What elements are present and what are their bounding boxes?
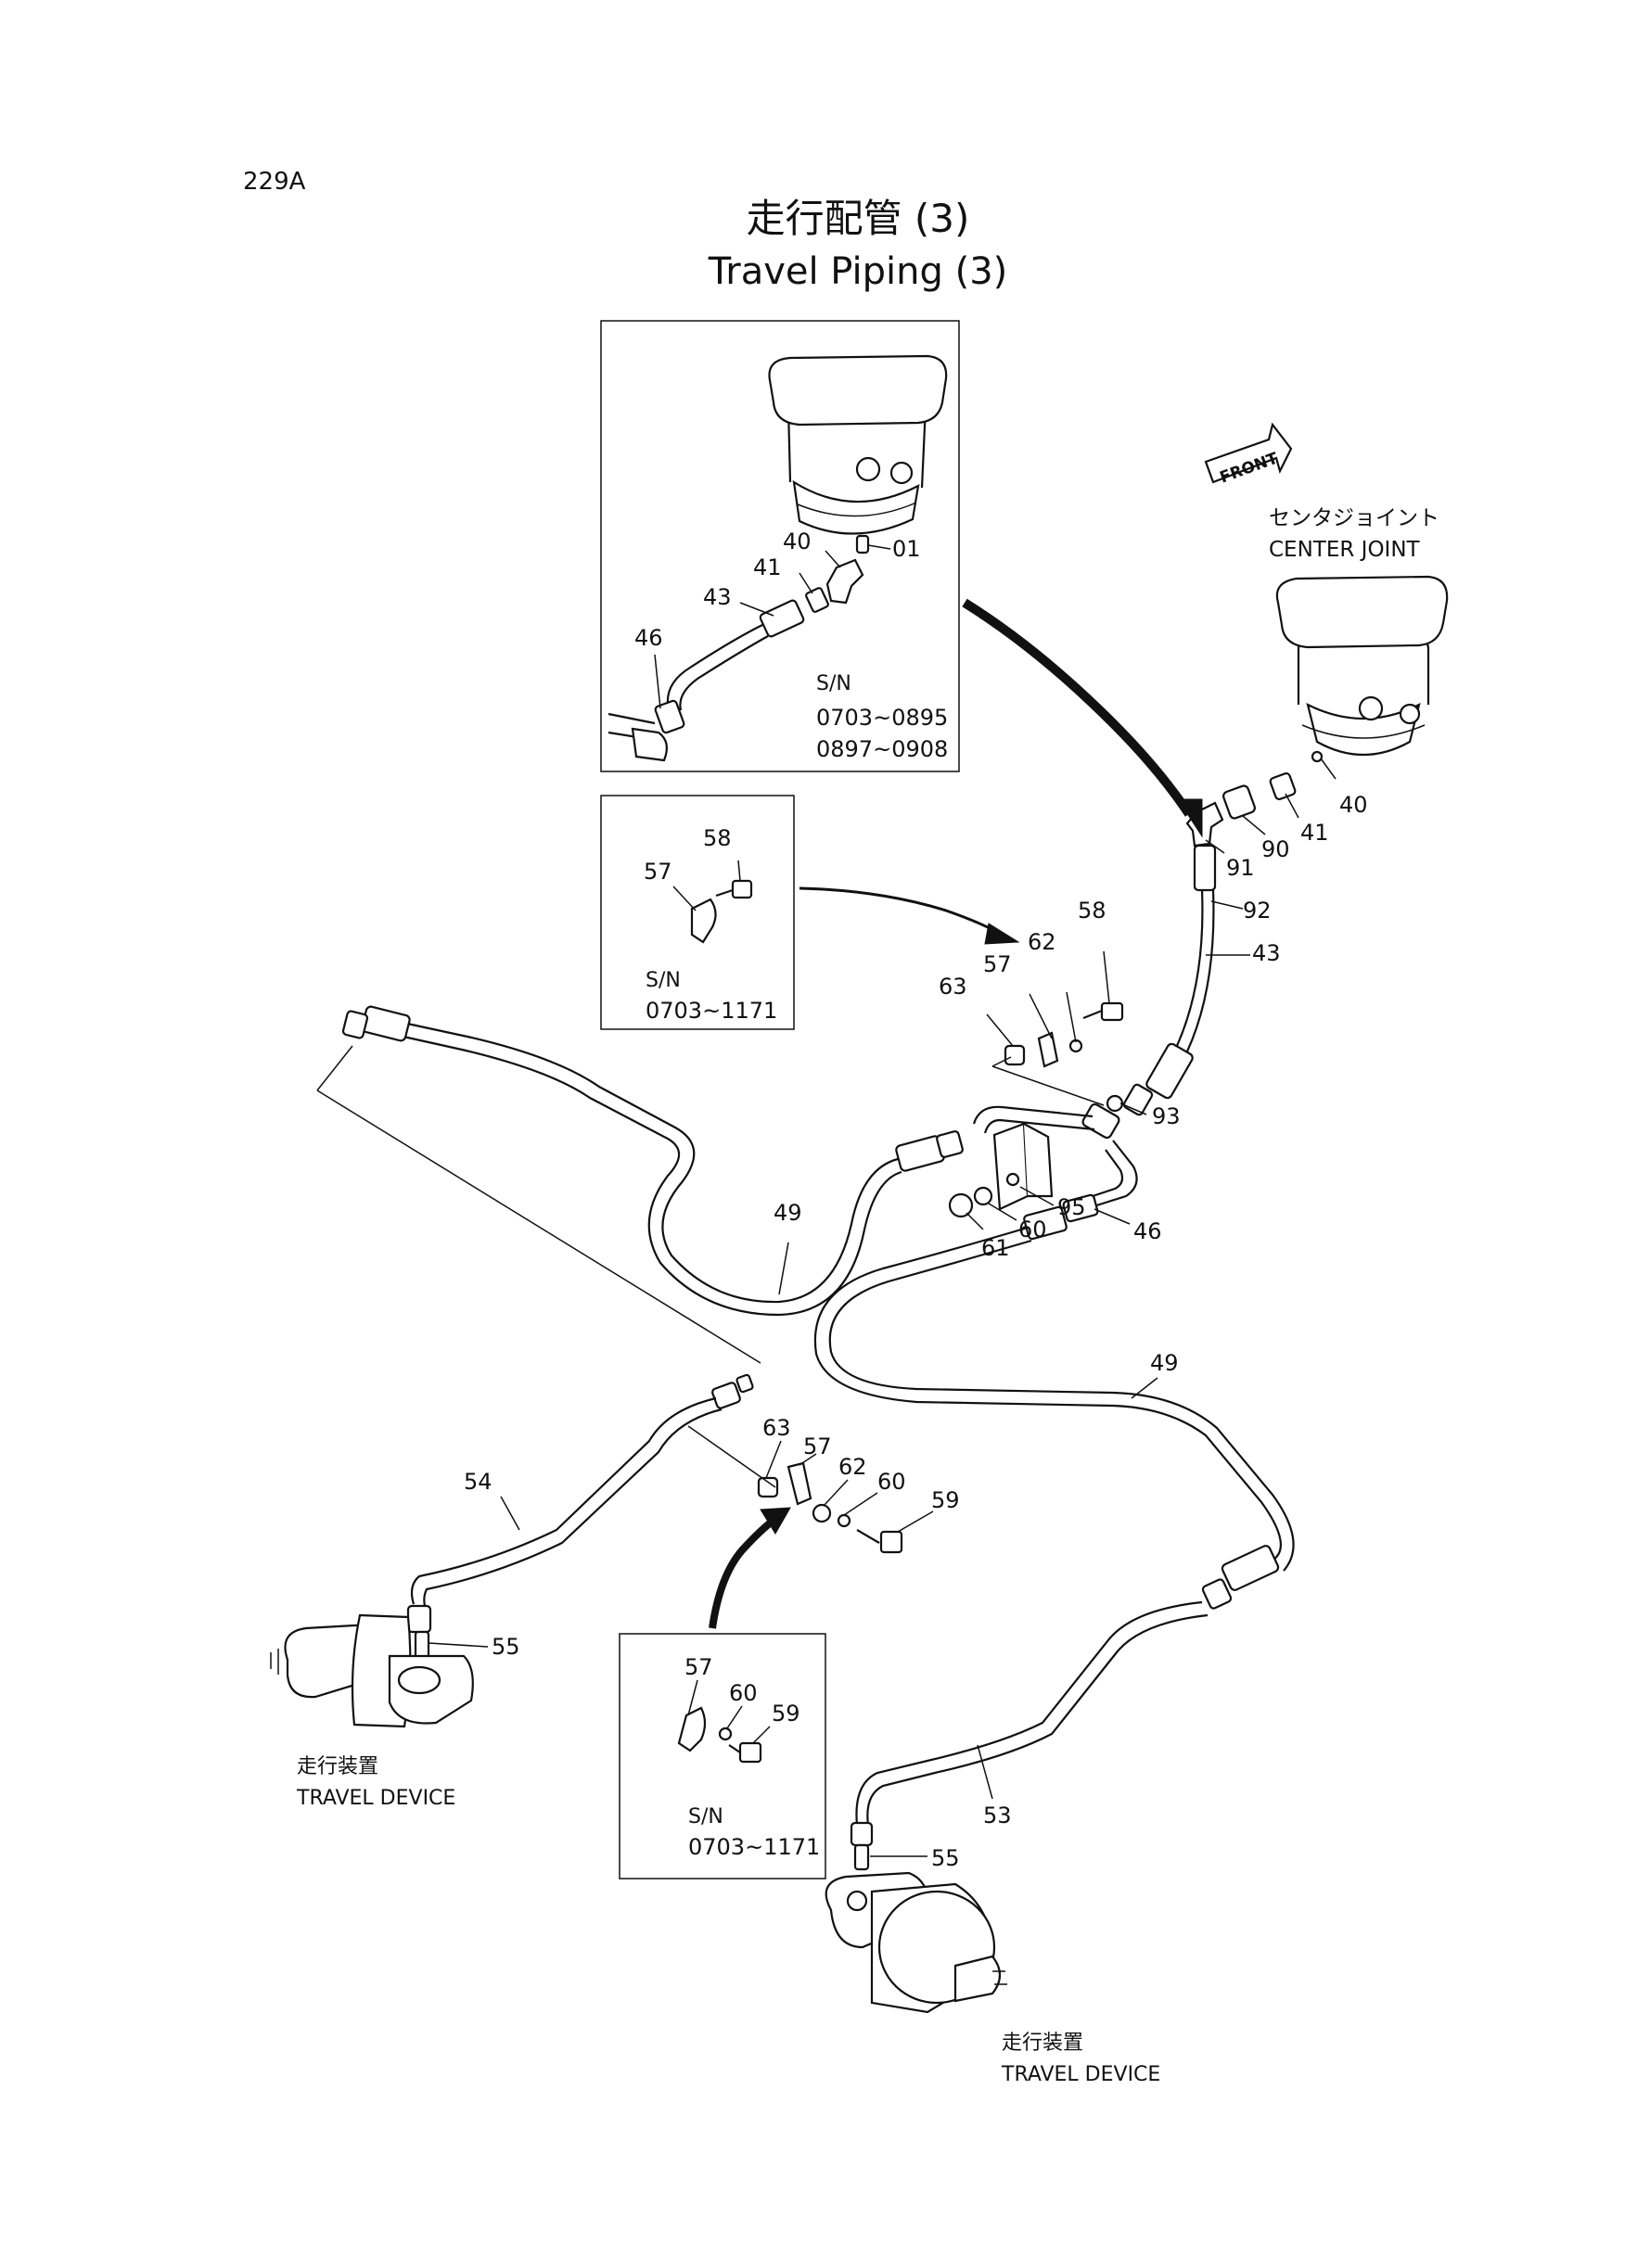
hose-43: [1122, 844, 1217, 1116]
clamp-group-lower-icon: [757, 1461, 903, 1554]
callout-55-right: 55: [931, 1845, 960, 1871]
callout-61: 61: [981, 1235, 1010, 1261]
inset-top: [600, 320, 960, 772]
callout-95: 95: [1057, 1194, 1086, 1220]
travel-device-left-label-jp: 走行装置: [297, 1755, 378, 1778]
center-joint-label-en: CENTER JOINT: [1269, 538, 1421, 562]
arrow-inset-mid-icon: [799, 886, 1020, 945]
inset-top-callout-46: 46: [634, 625, 663, 651]
center-joint-label-jp: センタジョイント: [1269, 506, 1439, 530]
pipe-54: [406, 1373, 754, 1634]
travel-device-left-icon: [270, 1613, 474, 1728]
inset-mid-callout-57: 57: [644, 859, 672, 885]
callout-58: 58: [1078, 898, 1106, 924]
page-number: 229A: [243, 168, 306, 196]
callout-54: 54: [464, 1469, 492, 1495]
callout-49-upper: 49: [774, 1200, 802, 1226]
callout-63-lower: 63: [762, 1415, 791, 1441]
callout-55-left: 55: [492, 1634, 520, 1660]
inset-top-callout-43: 43: [703, 584, 732, 610]
callout-60: 60: [1018, 1217, 1047, 1242]
callout-46: 46: [1133, 1218, 1162, 1244]
callout-62-lower: 62: [838, 1454, 867, 1480]
callout-91: 91: [1226, 855, 1255, 881]
inset-bottom-callout-59: 59: [772, 1701, 800, 1726]
arrow-inset-bottom-icon: [709, 1507, 791, 1629]
callout-90: 90: [1261, 836, 1290, 862]
callout-63: 63: [939, 974, 967, 1000]
inset-bottom-callout-57: 57: [684, 1654, 713, 1680]
callout-92: 92: [1243, 898, 1272, 924]
inset-mid-callout-58: 58: [703, 825, 732, 851]
travel-device-left-label-en: TRAVEL DEVICE: [296, 1787, 455, 1810]
callout-60-lower: 60: [877, 1469, 906, 1495]
callout-40: 40: [1339, 792, 1368, 818]
pipe-46: [972, 1105, 1138, 1241]
inset-mid-clamp-icon: [690, 879, 753, 944]
inset-top-center-joint-icon: [608, 354, 948, 762]
inset-bottom-clamp-icon: [677, 1706, 762, 1764]
inset-bottom: [619, 1633, 826, 1879]
callout-59-lower: 59: [931, 1487, 960, 1513]
pipe-53: [850, 1600, 1209, 1871]
title-english: Travel Piping (3): [708, 250, 1008, 293]
inset-top-sn-label: S/N: [816, 672, 851, 695]
inset-mid-sn-label: S/N: [646, 969, 681, 992]
callout-53: 53: [983, 1803, 1012, 1828]
inset-mid-sn-range: 0703~1171: [646, 998, 777, 1024]
callout-41: 41: [1300, 820, 1329, 846]
arrow-inset-top-icon: [962, 598, 1203, 838]
inset-top-sn-range-2: 0897~0908: [816, 736, 948, 762]
travel-device-right-label-jp: 走行装置: [1002, 2032, 1083, 2055]
washer-60-icon: [973, 1186, 993, 1206]
inset-top-callout-40: 40: [783, 529, 812, 554]
callout-43: 43: [1252, 940, 1281, 966]
inset-mid: [600, 795, 795, 1030]
inset-bottom-sn-range: 0703~1171: [688, 1834, 820, 1860]
travel-device-right-label-en: TRAVEL DEVICE: [1001, 2063, 1160, 2086]
inset-bottom-callout-60: 60: [729, 1680, 758, 1706]
inset-top-sn-range-1: 0703~0895: [816, 705, 948, 731]
inset-top-callout-01: 01: [892, 536, 921, 562]
callout-57: 57: [983, 951, 1012, 977]
fitting-group-center-joint: [1185, 750, 1324, 847]
hose-49-lower: [813, 1226, 1295, 1610]
travel-device-right-icon: [825, 1871, 1007, 2014]
bracket-95-icon: [992, 1122, 1054, 1211]
title-japanese: 走行配管 (3): [747, 196, 970, 241]
tee-fitting-93-icon: [1081, 1094, 1124, 1140]
nut-61-icon: [948, 1192, 974, 1218]
inset-bottom-sn-label: S/N: [688, 1805, 723, 1828]
front-arrow-icon: FRONT: [1204, 422, 1293, 488]
hose-49-upper: [341, 1005, 964, 1317]
callout-49-lower: 49: [1150, 1350, 1179, 1376]
center-joint-main-icon: [1275, 575, 1449, 756]
callout-57-lower: 57: [803, 1433, 832, 1459]
callout-93: 93: [1152, 1103, 1181, 1129]
callout-62: 62: [1028, 929, 1056, 955]
inset-top-callout-41: 41: [753, 554, 782, 580]
clamp-group-upper-icon: [1004, 1001, 1124, 1068]
